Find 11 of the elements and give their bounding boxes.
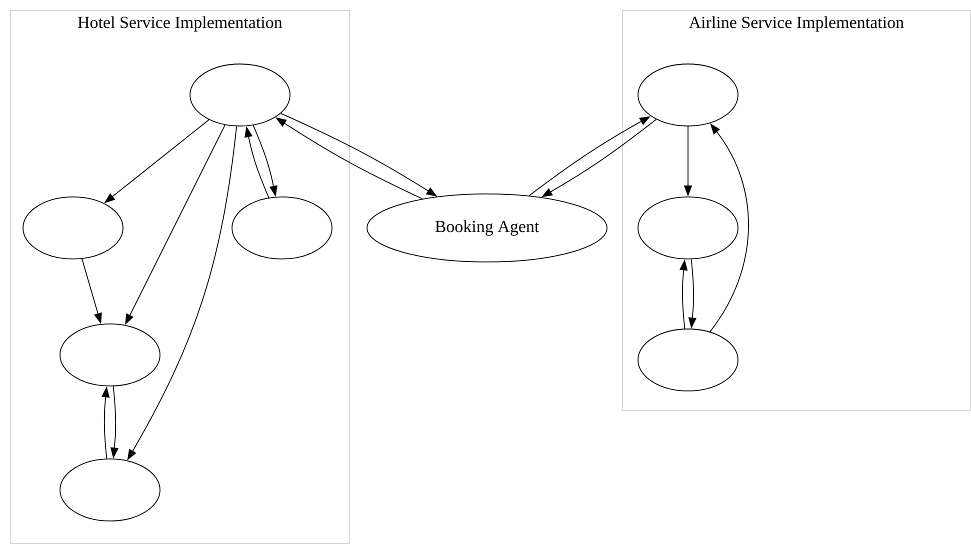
ellipse-node: Booking Agent (366, 194, 608, 262)
empty-ellipse (22, 196, 124, 260)
empty-ellipse (60, 458, 160, 522)
empty-ellipse (232, 196, 332, 260)
empty-ellipse (60, 324, 160, 386)
empty-ellipse (638, 196, 738, 260)
empty-ellipse (638, 64, 738, 126)
cluster-box: Hotel Service Implementation (10, 10, 350, 544)
cluster-box: Airline Service Implementation (622, 10, 971, 411)
empty-ellipse (190, 64, 290, 126)
empty-ellipse (638, 328, 738, 392)
